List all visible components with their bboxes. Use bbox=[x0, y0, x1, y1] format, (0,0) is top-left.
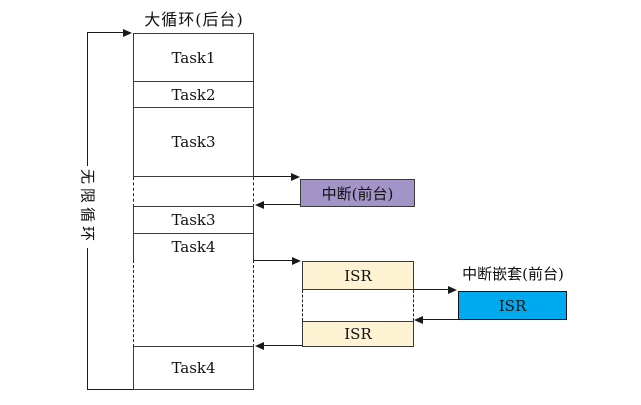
task4-resumed-label: Task4 bbox=[171, 359, 216, 377]
task3-resumed-block: Task3 bbox=[133, 206, 254, 234]
nested-call-line bbox=[414, 289, 449, 290]
isr1-call-arrowhead-icon bbox=[292, 257, 301, 265]
task1-block: Task1 bbox=[133, 33, 254, 82]
task2-block: Task2 bbox=[133, 81, 254, 108]
isr2-return-line bbox=[264, 345, 302, 346]
interrupted-gap-1 bbox=[133, 177, 254, 207]
isr2-box: ISR bbox=[302, 321, 414, 347]
task4-resumed-block: Task4 bbox=[133, 346, 254, 390]
nested-call-arrowhead-icon bbox=[448, 286, 457, 294]
infinite-loop-label: 无限循环 bbox=[77, 165, 99, 249]
isr-gap-dashed-right bbox=[413, 290, 414, 321]
isr1-box: ISR bbox=[302, 261, 414, 290]
task4-block: Task4 bbox=[133, 233, 254, 261]
task3-label: Task3 bbox=[171, 133, 216, 151]
isr2-return-arrowhead-icon bbox=[255, 342, 264, 350]
background-loop-title: 大循环(后台) bbox=[144, 10, 244, 29]
interrupt-call-line bbox=[254, 176, 292, 177]
task1-label: Task1 bbox=[171, 48, 216, 67]
nested-interrupt-title: 中断嵌套(前台) bbox=[462, 265, 564, 283]
nested-return-arrowhead-icon bbox=[414, 316, 423, 324]
nested-isr-box: ISR bbox=[458, 291, 567, 320]
interrupt-call-arrowhead-icon bbox=[291, 173, 300, 181]
task4-label: Task4 bbox=[171, 238, 216, 256]
nested-isr-label: ISR bbox=[498, 296, 527, 315]
interrupt-return-line bbox=[264, 204, 300, 205]
task3-resumed-label: Task3 bbox=[171, 211, 216, 229]
interrupt-label: 中断(前台) bbox=[321, 184, 394, 203]
loop-arrowhead-icon bbox=[123, 29, 132, 37]
interrupted-gap-2 bbox=[133, 260, 254, 347]
nested-return-line bbox=[423, 319, 458, 320]
infinite-loop-bottom-line bbox=[87, 389, 133, 390]
infinite-loop-top-line bbox=[87, 32, 124, 33]
isr-gap-dashed-left bbox=[302, 290, 303, 321]
task2-label: Task2 bbox=[171, 85, 216, 104]
task3-block: Task3 bbox=[133, 107, 254, 177]
isr1-call-line bbox=[254, 260, 293, 261]
interrupt-box: 中断(前台) bbox=[300, 179, 415, 207]
isr2-label: ISR bbox=[344, 325, 372, 343]
interrupt-return-arrowhead-icon bbox=[255, 201, 264, 209]
isr1-label: ISR bbox=[344, 266, 372, 285]
